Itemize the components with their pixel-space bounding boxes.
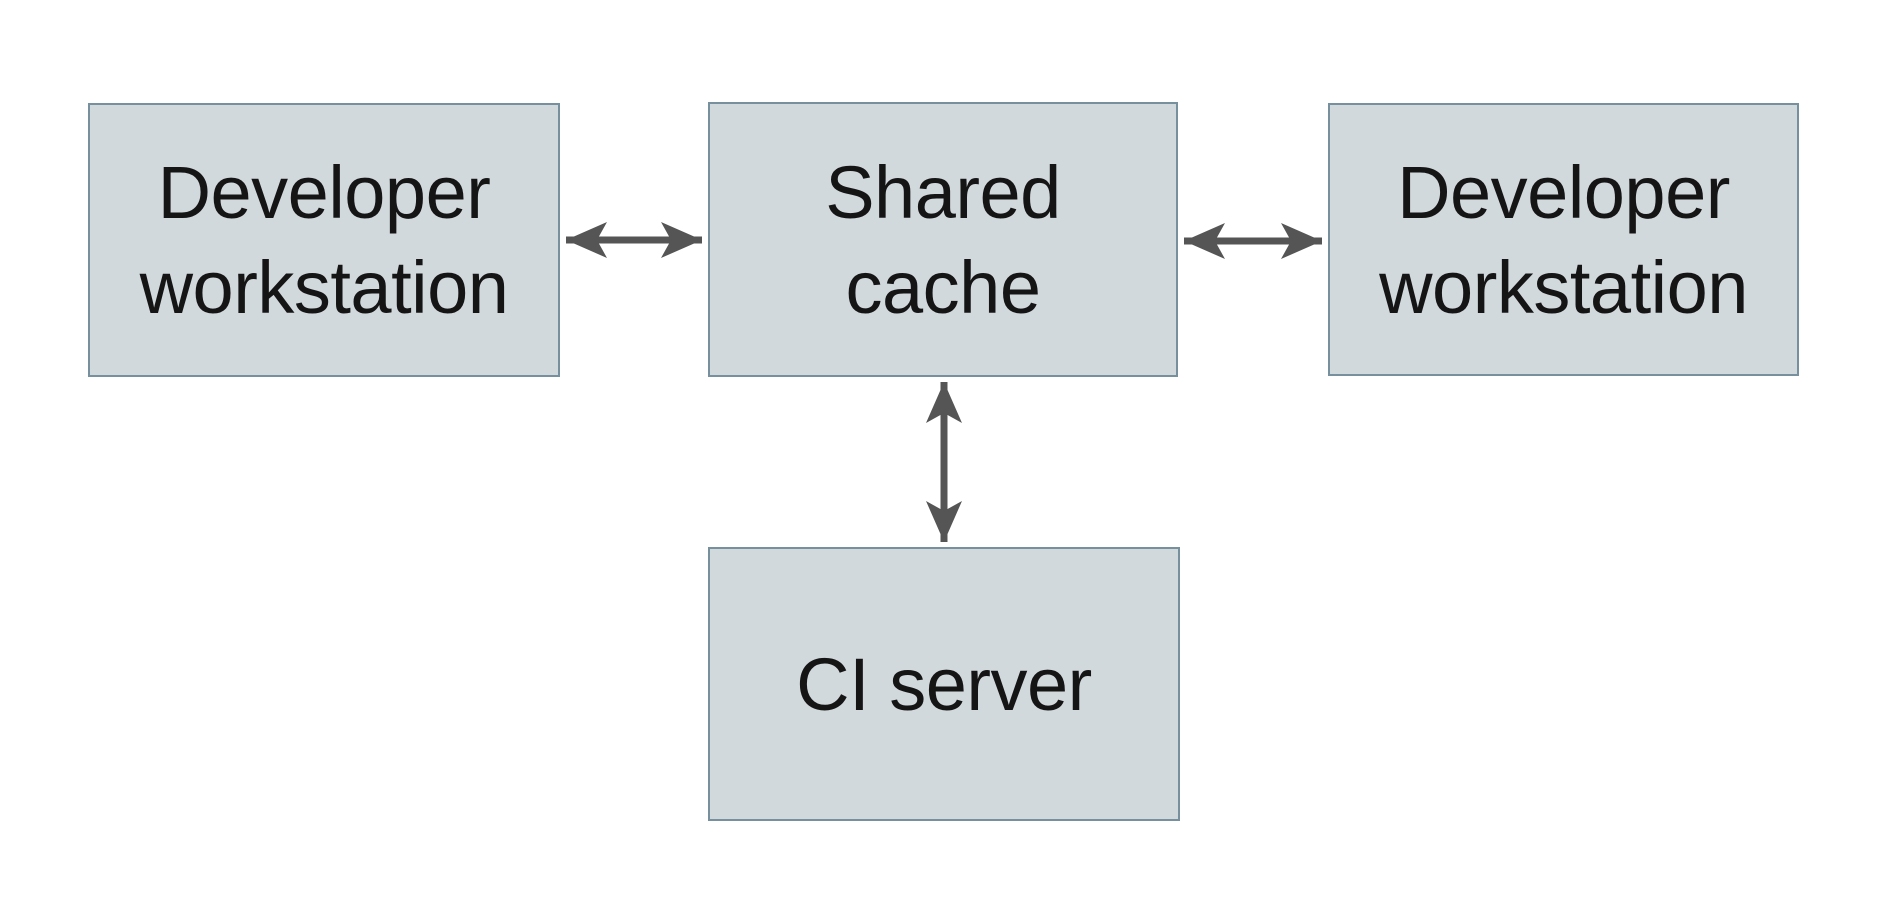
node-label: CI server [796, 642, 1092, 726]
node-ci-server: CI server [708, 547, 1180, 821]
node-shared-cache: Shared cache [708, 102, 1178, 377]
node-label: Shared cache [825, 150, 1061, 329]
node-label: Developer workstation [139, 151, 509, 329]
node-developer-workstation-left: Developer workstation [88, 103, 560, 377]
node-developer-workstation-right: Developer workstation [1328, 103, 1799, 376]
node-label: Developer workstation [1379, 150, 1748, 329]
